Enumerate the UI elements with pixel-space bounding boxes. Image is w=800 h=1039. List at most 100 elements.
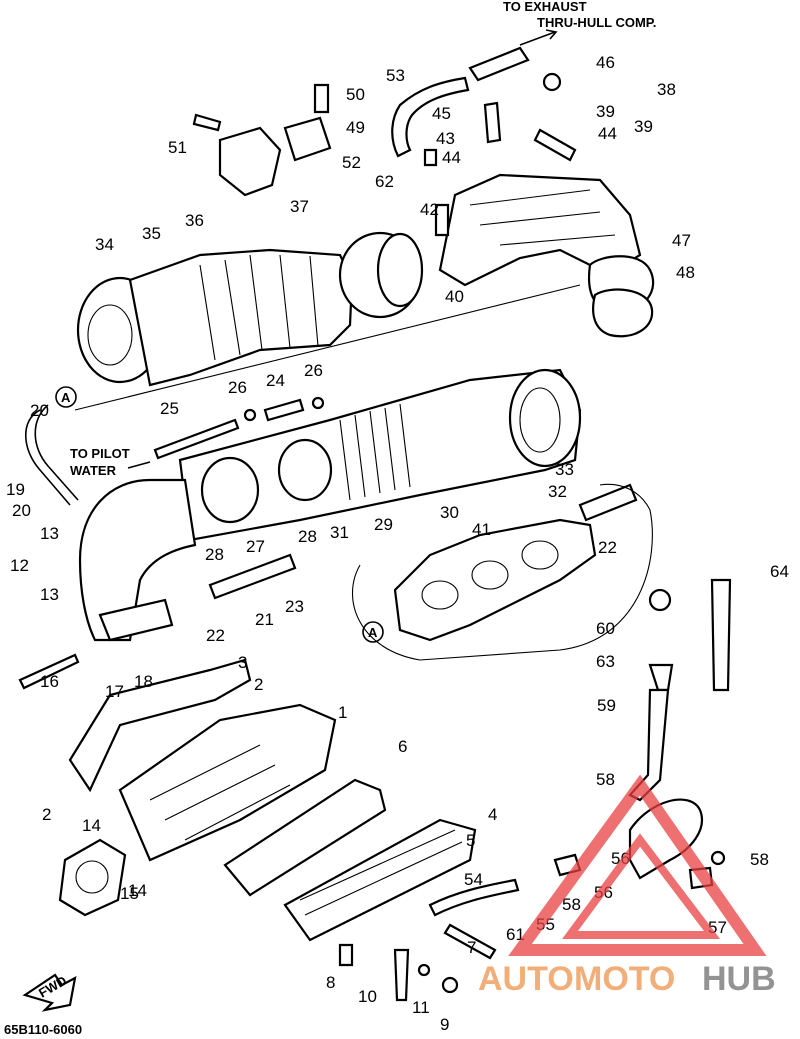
watermark-triangle-outer xyxy=(508,774,767,956)
callout-58: 58 xyxy=(562,895,581,914)
callout-38: 38 xyxy=(657,80,676,99)
bracket-49 xyxy=(283,116,332,162)
callout-51: 51 xyxy=(168,138,187,157)
callout-22: 22 xyxy=(206,626,225,645)
bolt-51 xyxy=(192,113,222,132)
fwd-arrow xyxy=(22,973,77,1012)
ref-a-circle-1 xyxy=(55,386,77,408)
exhaust-hose xyxy=(468,46,530,82)
bolt-10 xyxy=(393,948,410,1002)
callout-59: 59 xyxy=(597,696,616,715)
callout-2: 2 xyxy=(254,675,263,694)
pilot-arrow xyxy=(127,461,151,469)
callout-47: 47 xyxy=(672,231,691,250)
callout-5: 5 xyxy=(466,831,475,850)
cover-4-lines xyxy=(299,829,463,916)
callout-39: 39 xyxy=(634,117,653,136)
bolt-24 xyxy=(263,398,305,422)
callout-35: 35 xyxy=(142,224,161,243)
callout-25: 25 xyxy=(160,399,179,418)
callout-62: 62 xyxy=(375,172,394,191)
hose-22 xyxy=(578,483,638,522)
fitting-62 xyxy=(423,148,438,167)
callout-53: 53 xyxy=(386,66,405,85)
fitting-45 xyxy=(483,101,502,144)
watermark-logo: AUTO MOTO HUB xyxy=(478,774,776,998)
callout-13: 13 xyxy=(40,585,59,604)
manifold-1 xyxy=(118,703,337,862)
catalog-code: 65B110-6060 xyxy=(4,1022,82,1037)
callout-28: 28 xyxy=(298,527,317,546)
callout-12: 12 xyxy=(10,556,29,575)
callout-58: 58 xyxy=(750,850,769,869)
watermark-triangle-inner xyxy=(562,833,721,939)
callout-58: 58 xyxy=(596,770,615,789)
callout-63: 63 xyxy=(596,652,615,671)
callout-4: 4 xyxy=(488,805,497,824)
flange-bore xyxy=(519,387,561,453)
note-pilot-line1: TO PILOT xyxy=(70,446,130,461)
bracket-mount xyxy=(218,126,282,197)
cap-46 xyxy=(542,72,562,92)
callout-20: 20 xyxy=(12,501,31,520)
callout-6: 6 xyxy=(398,737,407,756)
callout-30: 30 xyxy=(440,503,459,522)
callout-36: 36 xyxy=(185,211,204,230)
callout-21: 21 xyxy=(255,610,274,629)
port-2 xyxy=(471,560,509,590)
bolt-16 xyxy=(18,653,80,690)
callout-20: 20 xyxy=(30,401,49,420)
clamp-28 xyxy=(277,438,333,502)
callout-43: 43 xyxy=(436,129,455,148)
callout-9: 9 xyxy=(440,1015,449,1034)
callout-48: 48 xyxy=(676,263,695,282)
fitting-63 xyxy=(648,663,674,692)
callout-26: 26 xyxy=(228,378,247,397)
gasket-15-bore xyxy=(75,860,109,894)
ref-a-circle-2 xyxy=(362,621,384,643)
callout-40: 40 xyxy=(445,287,464,306)
exhaust-pipe-29 xyxy=(178,368,582,542)
callout-32: 32 xyxy=(548,482,567,501)
watermark-text-moto: MOTO xyxy=(574,960,675,998)
note-pilot-line2: WATER xyxy=(70,463,117,478)
callout-22: 22 xyxy=(598,538,617,557)
manifold-ribs xyxy=(149,744,291,841)
callout-24: 24 xyxy=(266,371,285,390)
callout-29: 29 xyxy=(374,515,393,534)
callout-45: 45 xyxy=(432,104,451,123)
gasket-manifold xyxy=(393,518,597,642)
callout-28: 28 xyxy=(205,545,224,564)
port-1 xyxy=(421,580,459,610)
callout-2: 2 xyxy=(42,805,51,824)
callout-37: 37 xyxy=(290,197,309,216)
elbow-12 xyxy=(78,478,197,642)
exhaust-pipe-ribs xyxy=(339,403,411,501)
callout-44: 44 xyxy=(598,124,617,143)
callout-42: 42 xyxy=(420,200,439,219)
cover-6 xyxy=(223,778,387,897)
callout-7: 7 xyxy=(467,938,476,957)
callout-13: 13 xyxy=(40,524,59,543)
callout-1: 1 xyxy=(338,703,347,722)
nut-26a xyxy=(243,408,257,422)
callout-16: 16 xyxy=(40,672,59,691)
stud-64 xyxy=(710,578,732,692)
pipe-25 xyxy=(153,418,240,460)
callout-8: 8 xyxy=(326,973,335,992)
callout-49: 49 xyxy=(346,118,365,137)
hose-19-b xyxy=(34,404,79,501)
bolt-8 xyxy=(338,943,354,967)
muffler-body-36 xyxy=(128,248,354,387)
callout-18: 18 xyxy=(134,672,153,691)
muffler-bore xyxy=(87,304,133,366)
callout-61: 61 xyxy=(506,925,525,944)
callout-52: 52 xyxy=(342,153,361,172)
fitting-60 xyxy=(648,588,672,612)
callout-27: 27 xyxy=(246,537,265,556)
callout-39: 39 xyxy=(596,102,615,121)
washer-11 xyxy=(417,963,431,977)
clamp-58 xyxy=(710,850,726,866)
callout-19: 19 xyxy=(6,480,25,499)
